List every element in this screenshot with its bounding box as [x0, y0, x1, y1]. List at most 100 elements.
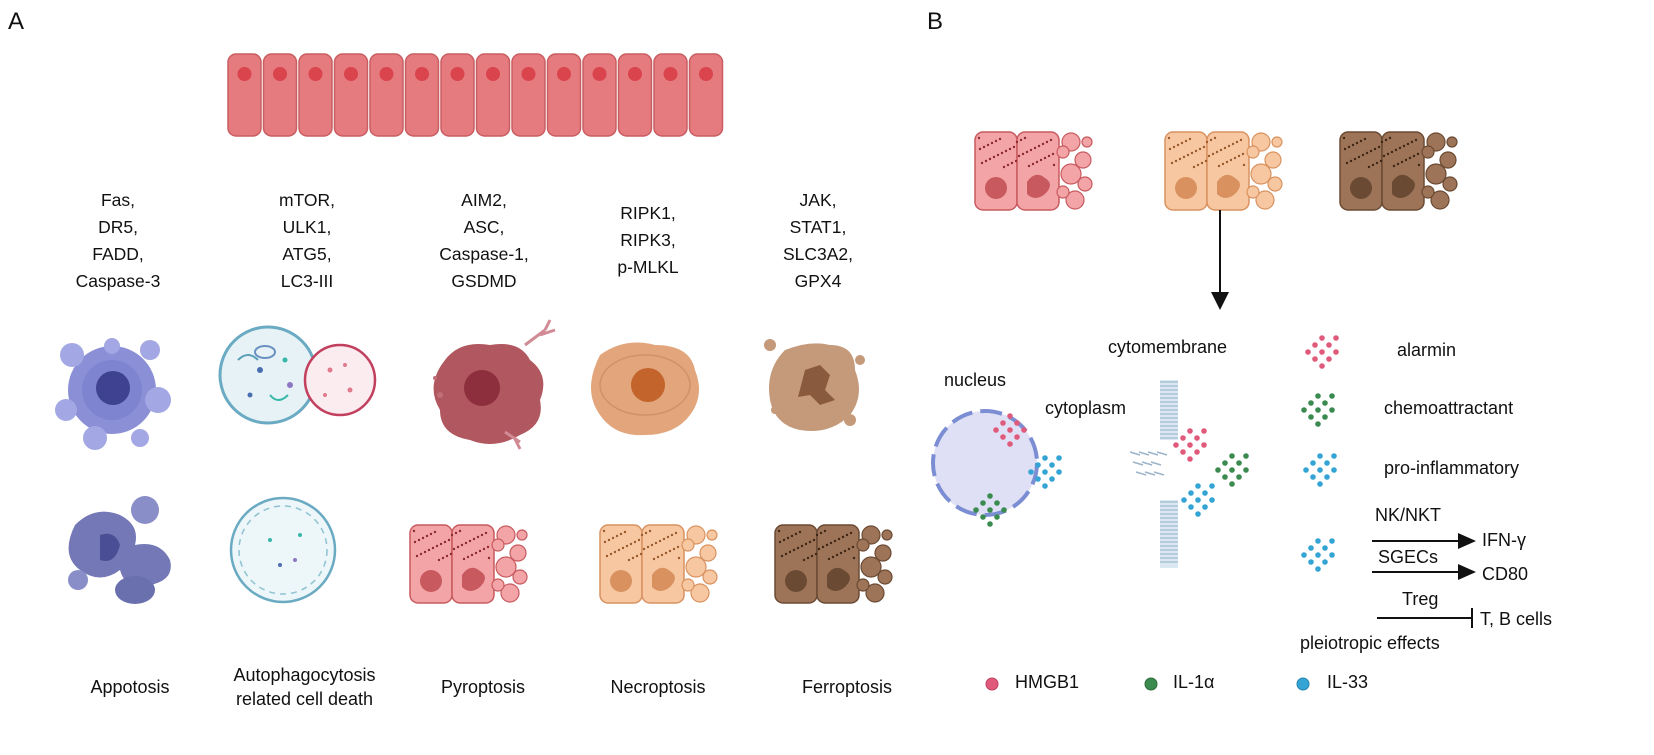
- granule: [1343, 147, 1347, 151]
- granule: [633, 540, 637, 544]
- cell-fragment: [1056, 185, 1070, 199]
- cell-body: [816, 524, 860, 604]
- cytokine-dot: [1229, 481, 1235, 487]
- granule: [790, 534, 794, 538]
- cell-fragment: [681, 578, 695, 592]
- granule: [609, 552, 613, 556]
- granule: [1198, 147, 1202, 151]
- granule: [1174, 159, 1178, 163]
- cell-fragment: [1425, 163, 1447, 185]
- granule: [449, 552, 453, 556]
- granule: [672, 547, 676, 551]
- legend-dot-il33: [1296, 677, 1310, 691]
- granule: [472, 537, 476, 541]
- panel-b-pink-cell-pair-icon: [974, 131, 1093, 211]
- cytokine-dot: [1310, 474, 1316, 480]
- cytokine-dot: [1308, 414, 1314, 420]
- granule: [827, 557, 831, 561]
- membrane-debris: [1138, 451, 1150, 456]
- cytokine-dot: [1222, 474, 1228, 480]
- epithelial-nucleus: [521, 67, 536, 81]
- granule: [1041, 142, 1045, 146]
- granule: [1006, 163, 1010, 167]
- granule: [1242, 163, 1246, 167]
- cytokine-dot: [1315, 407, 1321, 413]
- cell-body: [451, 524, 495, 604]
- cytokine-dot: [973, 507, 979, 513]
- cell-fragment: [1081, 136, 1093, 148]
- granule: [998, 137, 1002, 141]
- granule: [831, 555, 835, 559]
- granule: [640, 533, 644, 537]
- cytokine-dot: [1194, 435, 1200, 441]
- granule: [635, 554, 639, 558]
- cytokine-dot: [1331, 453, 1337, 459]
- cytokine-dot: [1317, 467, 1323, 473]
- granule: [476, 535, 480, 539]
- granule: [470, 553, 474, 557]
- granule: [1369, 149, 1373, 153]
- epithelial-cell: [440, 53, 475, 137]
- granule: [484, 531, 488, 535]
- cytokine-dot: [994, 500, 1000, 506]
- cell-fragment: [1077, 176, 1093, 192]
- cell-fragment: [1264, 151, 1282, 169]
- granule: [1398, 146, 1402, 150]
- cytokine-dot: [1035, 462, 1041, 468]
- epithelial-nucleus: [379, 67, 394, 81]
- granule: [417, 538, 421, 542]
- granule: [1351, 143, 1355, 147]
- cell-fragment: [856, 578, 870, 592]
- granule: [835, 553, 839, 557]
- cell-fragment: [874, 544, 892, 562]
- effect-target-tb: T, B cells: [1480, 609, 1553, 629]
- granule: [1367, 165, 1371, 169]
- cytokine-dot: [1187, 442, 1193, 448]
- cytokine-dot: [1042, 469, 1048, 475]
- granule: [819, 531, 823, 535]
- cytokine-dot: [1035, 476, 1041, 482]
- granule: [621, 546, 625, 550]
- cytokine-dot: [1056, 455, 1062, 461]
- granule: [782, 538, 786, 542]
- effect-target-ifn: IFN-γ: [1482, 530, 1526, 550]
- effect-cell-treg: Treg: [1402, 589, 1439, 609]
- granule: [806, 556, 810, 560]
- cytokine-dot: [1308, 545, 1314, 551]
- legend-dot-il1a: [1144, 677, 1158, 691]
- granule: [466, 555, 470, 559]
- granule: [482, 547, 486, 551]
- membrane-debris: [1153, 471, 1165, 476]
- cell-body: [1016, 131, 1060, 211]
- cell-fragment: [491, 538, 505, 552]
- granule: [658, 539, 662, 543]
- cell-nucleus-fragment: [1217, 174, 1240, 198]
- cytokine-dot: [1312, 356, 1318, 362]
- cytokine-dot: [1188, 490, 1194, 496]
- pyroptosis-cell-pair-icon: [409, 524, 528, 604]
- cytokine-dot: [1209, 483, 1215, 489]
- cytokine-dot: [1243, 453, 1249, 459]
- granule: [487, 556, 491, 560]
- cytokine-dot: [1007, 413, 1013, 419]
- granule: [1217, 164, 1221, 168]
- epithelial-cell: [688, 53, 724, 137]
- cell-fragment: [702, 569, 718, 585]
- granule: [1388, 136, 1392, 140]
- cell-fragment: [1060, 163, 1082, 185]
- granule: [1219, 148, 1223, 152]
- granule: [1233, 156, 1237, 160]
- granule: [977, 136, 981, 140]
- granule: [1000, 151, 1004, 155]
- cytokine-dot: [1315, 538, 1321, 544]
- granule: [784, 552, 788, 556]
- granule: [1051, 152, 1055, 156]
- cell-fragment: [706, 529, 718, 541]
- cell-fragment: [1439, 151, 1457, 169]
- granule: [1235, 140, 1239, 144]
- granule: [674, 531, 678, 535]
- cytokine-dot: [1331, 467, 1337, 473]
- granule: [1004, 149, 1008, 153]
- epithelial-nucleus: [557, 67, 571, 81]
- granule: [1349, 159, 1353, 163]
